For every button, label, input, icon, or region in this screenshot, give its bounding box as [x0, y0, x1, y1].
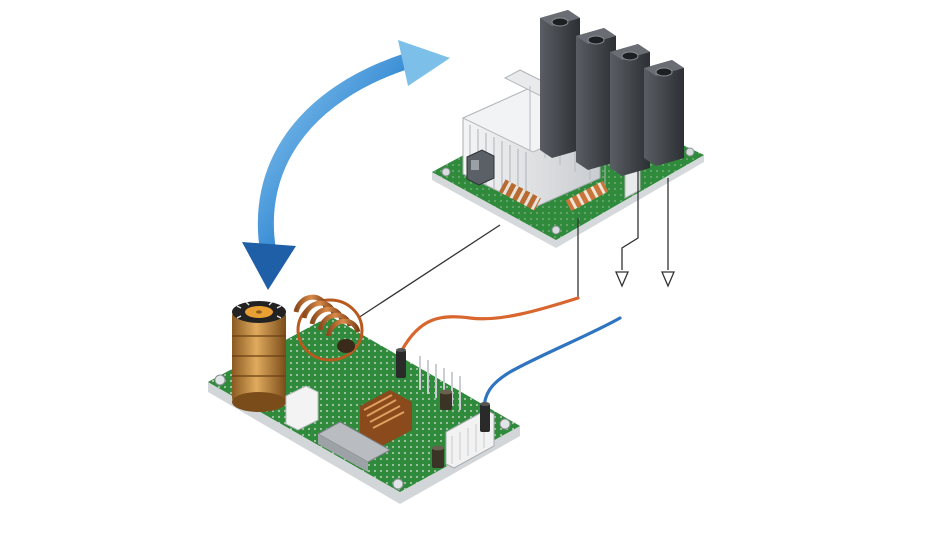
coil-inductor — [293, 294, 364, 362]
small-connector — [466, 149, 495, 186]
capacitors — [396, 348, 490, 468]
curved-double-arrow-icon — [242, 40, 450, 290]
blue-wire — [482, 316, 622, 412]
ribbon-connector — [316, 421, 392, 472]
ground-symbol-icon — [615, 271, 675, 288]
white-connector — [285, 385, 319, 431]
mosfet-array — [540, 10, 684, 176]
lower-driver-board — [208, 294, 520, 504]
orange-wire — [400, 296, 580, 352]
upper-power-board — [432, 10, 704, 248]
toroidal-inductor — [232, 301, 286, 412]
signal-lines — [357, 170, 669, 319]
flat-transformer — [360, 390, 412, 446]
smd-component-row — [499, 179, 609, 212]
